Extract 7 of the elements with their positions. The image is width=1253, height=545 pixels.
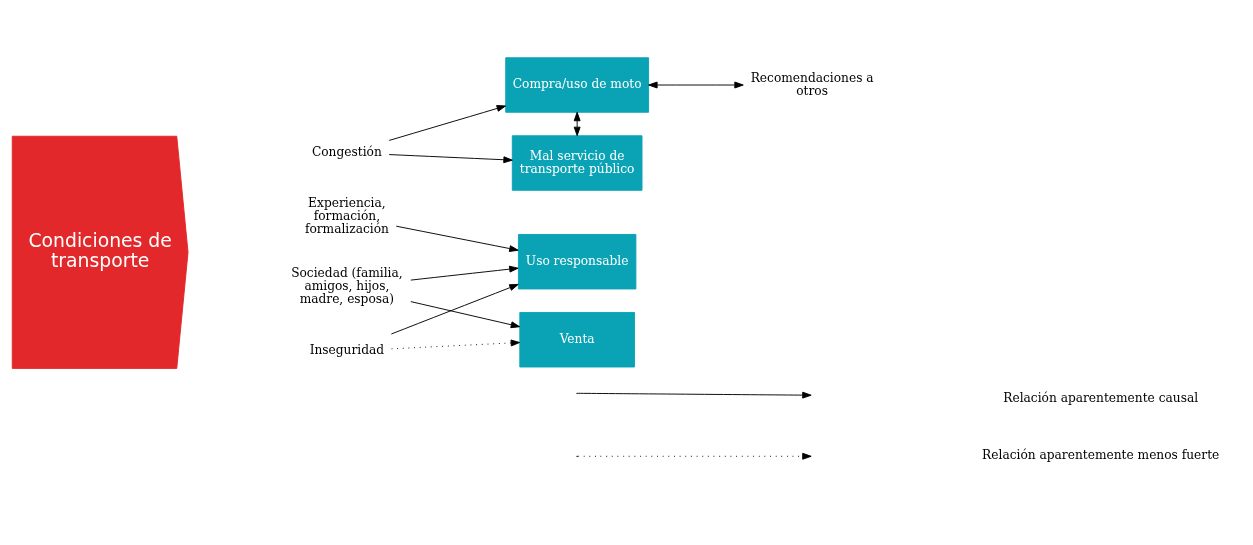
legend-label: Relación aparentemente causal xyxy=(1003,390,1199,405)
node-text: Recomendaciones a otros xyxy=(750,70,874,98)
node-text: Sociedad (familia, amigos, hijos, madre, esposa) xyxy=(291,265,403,306)
node-text: Experiencia, formación, formalización xyxy=(304,195,389,236)
legend-label: Relación aparentemente menos fuerte xyxy=(982,447,1220,462)
node-text: Inseguridad xyxy=(309,342,385,357)
node-text: Congestión xyxy=(311,144,382,159)
